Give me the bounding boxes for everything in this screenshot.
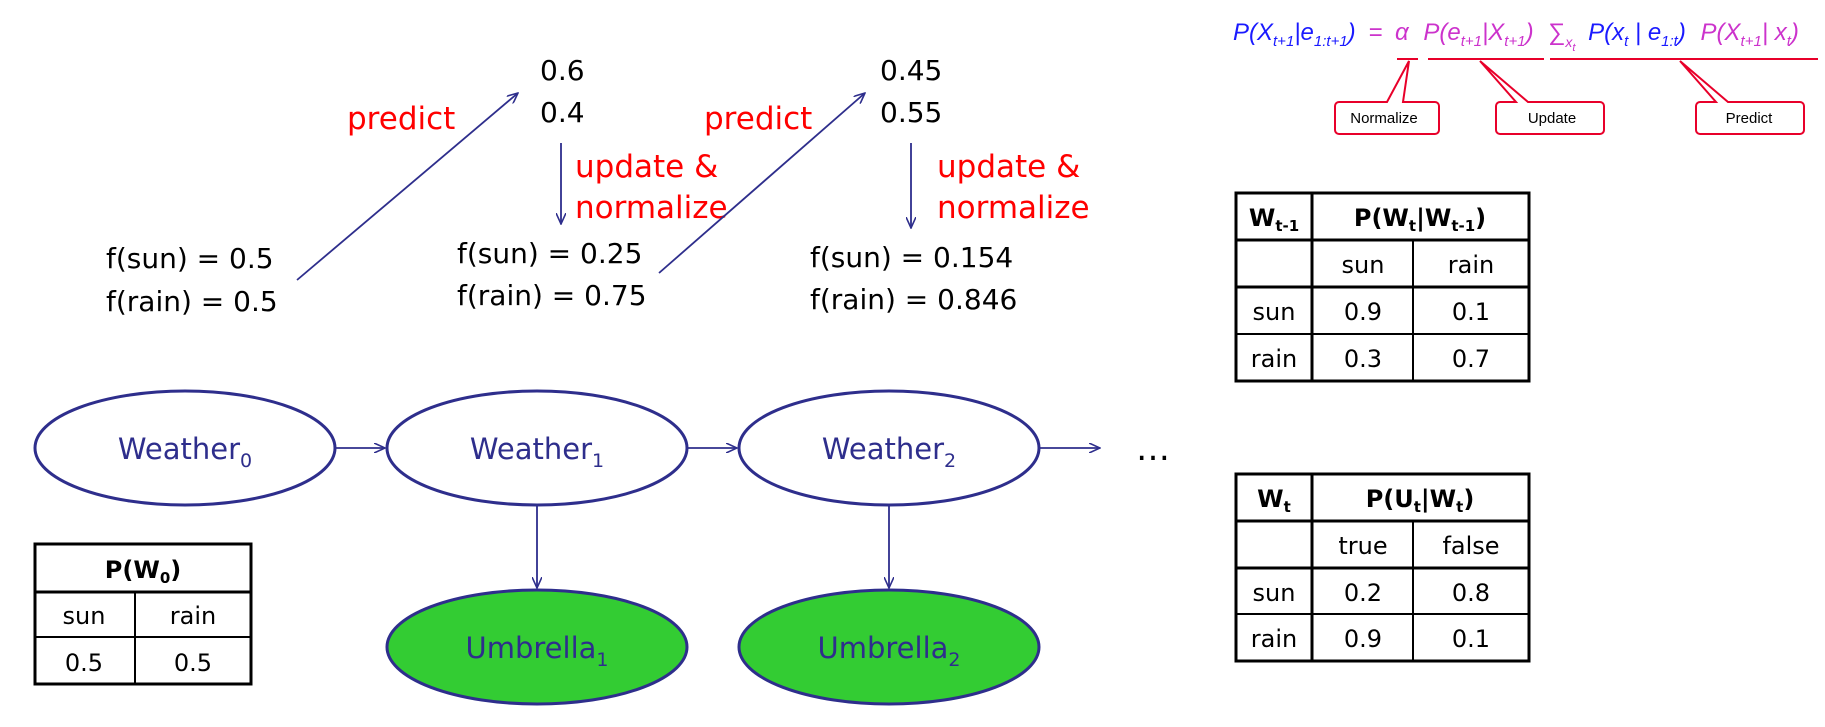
predict-label-1: predict: [347, 101, 455, 137]
prediction-1: 0.6 0.4: [540, 54, 585, 129]
prediction-2: 0.45 0.55: [880, 54, 942, 129]
svg-text:0.6: 0.6: [540, 54, 585, 87]
predict-arrow-2: [658, 93, 865, 274]
umbrella-1-node: Umbrella1: [385, 588, 689, 706]
transition-cell: 0.3: [1344, 345, 1382, 373]
forward-equation: P(Xt+1|e1:t+1) = α P(et+1|Xt+1) ∑xt P(xt…: [1233, 19, 1818, 135]
predict-label-2: predict: [704, 101, 812, 137]
svg-text:Predict: Predict: [1726, 110, 1774, 127]
weather-0-node: Weather0: [33, 389, 337, 507]
prior-val-sun: 0.5: [65, 649, 103, 677]
filter-step-0: f(sun) = 0.5 f(rain) = 0.5: [106, 242, 278, 318]
eq-update-term: P(e: [1423, 19, 1460, 46]
sensor-row-rain-label: rain: [1251, 625, 1297, 653]
prior-col-rain: rain: [170, 602, 216, 630]
eq-equals: =: [1368, 19, 1382, 46]
svg-text:f(sun) = 0.5: f(sun) = 0.5: [106, 242, 274, 275]
svg-text:Normalize: Normalize: [1350, 110, 1418, 127]
transition-cell: 0.9: [1344, 298, 1382, 326]
svg-text:Weather1: Weather1: [470, 432, 604, 472]
update-callout: Update: [1479, 60, 1605, 135]
sensor-col-false: false: [1442, 532, 1499, 560]
continuation-ellipsis: …: [1136, 429, 1170, 469]
transition-head-right: P(Wt|Wt-1): [1354, 204, 1486, 235]
umbrella-2-node: Umbrella2: [737, 588, 1041, 706]
filter-step-2: f(sun) = 0.154 f(rain) = 0.846: [810, 241, 1017, 316]
prior-header: P(W0): [105, 556, 181, 587]
sensor-cell: 0.2: [1344, 579, 1382, 607]
transition-cell: 0.1: [1452, 298, 1490, 326]
transition-table: [1234, 191, 1531, 383]
weather-1-node: Weather1: [385, 389, 689, 507]
svg-text:f(sun) = 0.25: f(sun) = 0.25: [457, 237, 642, 270]
svg-text:Weather0: Weather0: [118, 432, 252, 472]
svg-text:Weather2: Weather2: [822, 432, 956, 472]
sensor-cell: 0.8: [1452, 579, 1490, 607]
update-label-2a: update &: [937, 149, 1080, 185]
svg-text:f(sun) = 0.154: f(sun) = 0.154: [810, 241, 1013, 274]
update-label-2b: normalize: [937, 190, 1090, 226]
sensor-col-true: true: [1338, 532, 1387, 560]
eq-filter-term: P(x: [1588, 19, 1625, 46]
transition-head-left: Wt-1: [1249, 204, 1299, 235]
eq-lhs: P(X: [1233, 19, 1274, 46]
predict-callout: Predict: [1679, 60, 1805, 135]
svg-text:f(rain) = 0.846: f(rain) = 0.846: [810, 283, 1017, 316]
update-label-1a: update &: [575, 149, 718, 185]
svg-text:f(rain) = 0.75: f(rain) = 0.75: [457, 279, 647, 312]
prior-col-sun: sun: [63, 602, 106, 630]
transition-col-rain: rain: [1448, 251, 1494, 279]
sensor-row-sun-label: sun: [1253, 579, 1296, 607]
normalize-callout: Normalize: [1334, 60, 1440, 135]
prior-table: [33, 542, 253, 686]
prior-val-rain: 0.5: [174, 649, 212, 677]
sensor-head-left: Wt: [1257, 485, 1291, 516]
transition-col-sun: sun: [1342, 251, 1385, 279]
transition-row-rain-label: rain: [1251, 345, 1297, 373]
sensor-cell: 0.1: [1452, 625, 1490, 653]
transition-cell: 0.7: [1452, 345, 1490, 373]
svg-text:0.55: 0.55: [880, 96, 942, 129]
eq-transition-term: P(X: [1701, 19, 1742, 46]
svg-text:Umbrella2: Umbrella2: [818, 631, 961, 671]
update-label-1b: normalize: [575, 190, 728, 226]
svg-text:f(rain) = 0.5: f(rain) = 0.5: [106, 285, 278, 318]
transition-row-sun-label: sun: [1253, 298, 1296, 326]
eq-sum: ∑: [1548, 19, 1565, 46]
filter-step-1: f(sun) = 0.25 f(rain) = 0.75: [457, 237, 647, 312]
svg-text:0.4: 0.4: [540, 96, 585, 129]
sensor-cell: 0.9: [1344, 625, 1382, 653]
svg-text:Umbrella1: Umbrella1: [466, 631, 609, 671]
predict-arrow-1: [296, 93, 518, 281]
svg-text:P(Xt+1|e1:t+1) = α: P(Xt+1|e1:t+1) = α P(et+1|Xt+1) ∑xt P(xt…: [1233, 19, 1799, 57]
sensor-table: [1234, 472, 1531, 663]
svg-text:0.45: 0.45: [880, 54, 942, 87]
svg-text:Update: Update: [1528, 110, 1576, 127]
eq-alpha: α: [1395, 19, 1410, 46]
sensor-head-right: P(Ut|Wt): [1366, 485, 1475, 516]
weather-2-node: Weather2: [737, 389, 1041, 507]
